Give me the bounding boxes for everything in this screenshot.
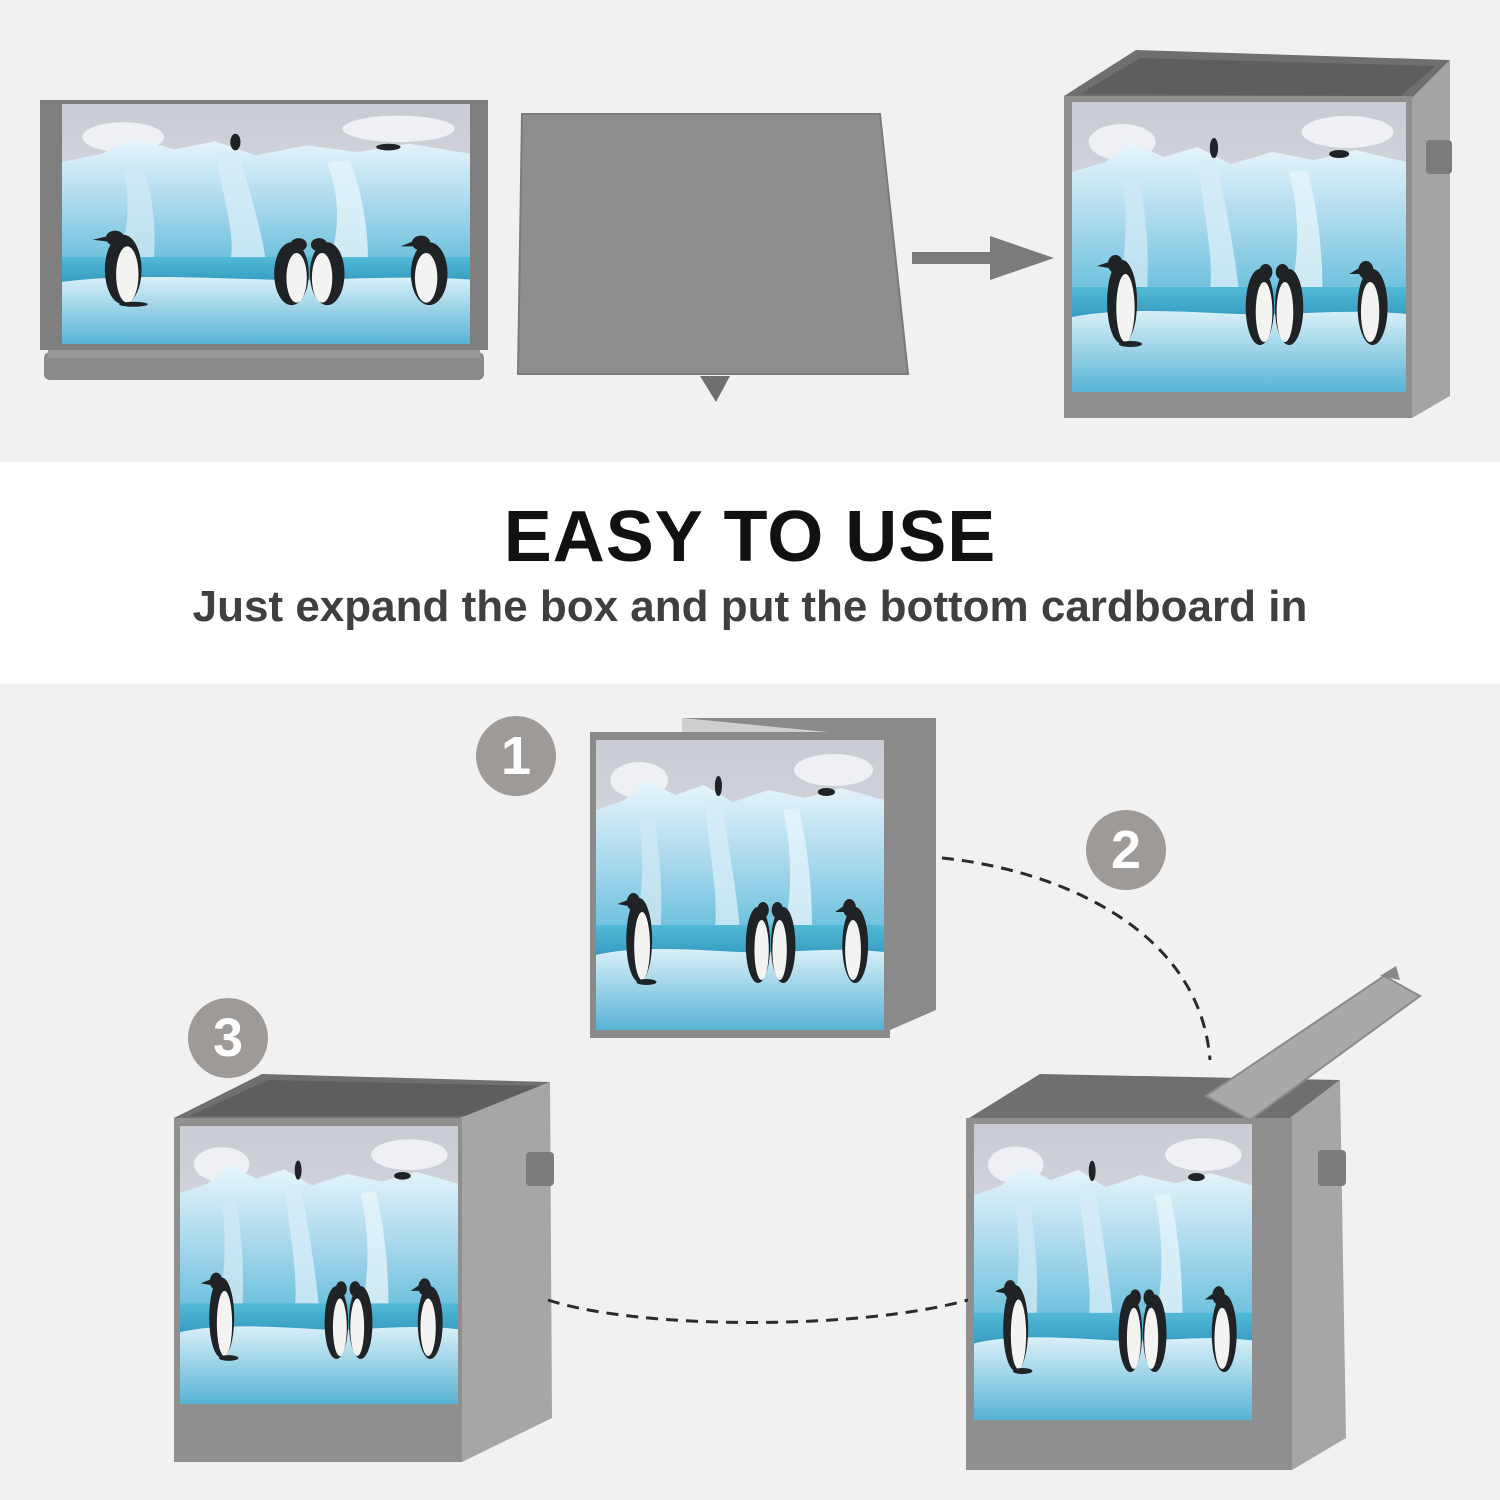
step-1-badge: 1 [476,716,556,796]
folded-box [40,100,488,380]
dashed-curve [941,856,1212,1061]
penguin-print-step1 [596,740,884,1030]
bottom-cardboard [516,113,910,402]
penguin-print-step3 [180,1126,458,1404]
page-title: EASY TO USE [503,497,997,577]
page-subtitle: Just expand the box and put the bottom c… [192,582,1308,631]
side-handle [1318,1150,1346,1186]
arrow-right-icon [912,236,1054,280]
penguin-print-step2 [974,1124,1252,1420]
side-handle [526,1152,554,1186]
expanded-box [1064,50,1452,418]
penguin-print-expanded [1072,102,1406,392]
dashed-curve [547,1298,969,1324]
step2-box [966,966,1422,1470]
cardboard-flap [1204,974,1422,1122]
step3-box [174,1074,554,1462]
step-3-badge: 3 [188,998,268,1078]
step1-box [590,718,936,1038]
headline-band [0,462,1500,684]
step-2-badge: 2 [1086,810,1166,890]
penguin-print-folded [62,104,470,344]
side-handle [1426,140,1452,174]
